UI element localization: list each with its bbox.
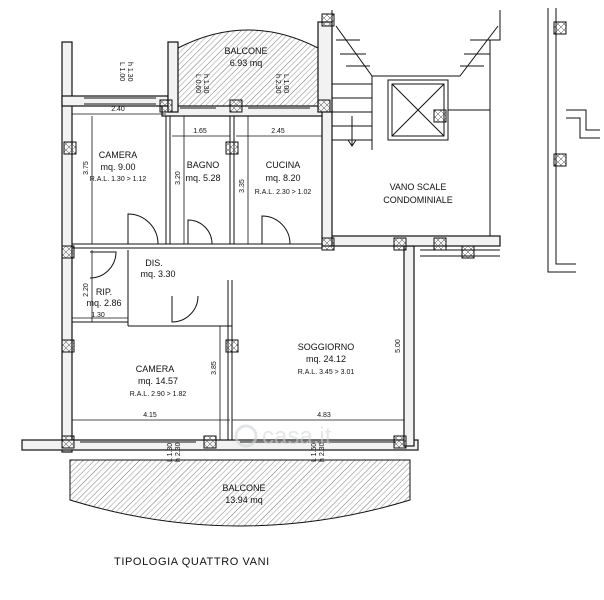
dim-245: 2.45 (271, 128, 285, 135)
bagno-area: mq. 5.28 (185, 173, 220, 183)
adjacent-unit (420, 8, 600, 273)
balcone-bottom-area: 13.94 mq (225, 495, 263, 505)
wall-balcony-left (167, 41, 179, 113)
soggiorno-ral: R.A.L. 3.45 > 3.01 (298, 369, 355, 376)
bagno-name: BAGNO (187, 160, 220, 170)
dim-130: 1.30 (91, 312, 105, 319)
wall-balcony-right (317, 21, 333, 113)
plan-caption: TIPOLOGIA QUATTRO VANI (114, 556, 270, 568)
opening-3-h: h 2.30 (274, 74, 281, 94)
vano-scale-line1: VANO SCALE (390, 182, 447, 192)
opening-2-l: L 0.60 (194, 74, 201, 93)
balcony-bottom (69, 459, 411, 527)
dim-240: 2.40 (111, 106, 125, 113)
opening-4-h: h 2.30 (175, 442, 182, 462)
opening-1-h: h 1.30 (126, 62, 133, 82)
dim-385: 3.85 (211, 361, 218, 375)
dim-415: 4.15 (143, 412, 157, 419)
opening-2-h: h 1.30 (202, 74, 209, 94)
rip-area: mq. 2.86 (86, 298, 121, 308)
camera-top-name: CAMERA (99, 150, 138, 160)
opening-3-l: L 1.00 (282, 74, 289, 93)
opening-4-l: L 1.30 (167, 443, 174, 462)
dim-500: 5.00 (395, 339, 402, 353)
opening-5-h: h 2.30 (319, 442, 326, 462)
camera-top-area: mq. 9.00 (100, 162, 135, 172)
wall-stair-bottom (329, 235, 501, 247)
dim-320: 3.20 (175, 171, 182, 185)
door-bagno (187, 219, 213, 245)
dim-335: 3.35 (239, 179, 246, 193)
dimension-lines (72, 113, 405, 440)
door-cucina (261, 215, 291, 245)
opening-5-l: L 1.50 (311, 443, 318, 462)
balcone-top-area: 6.93 mq (230, 58, 263, 68)
rip-name: RIP. (96, 287, 112, 297)
cucina-ral: R.A.L. 2.30 > 1.02 (255, 189, 312, 196)
stairwell (331, 10, 501, 236)
door-rip (89, 251, 117, 279)
wall-kitchen-right (321, 109, 333, 247)
dim-483: 4.83 (317, 412, 331, 419)
door-camera-bottom (171, 295, 199, 323)
camera-top-ral: R.A.L. 1.30 > 1.12 (90, 176, 147, 183)
columns (61, 13, 567, 449)
vano-scale-line2: CONDOMINIALE (383, 195, 453, 205)
dim-165: 1.65 (193, 128, 207, 135)
soggiorno-name: SOGGIORNO (298, 342, 355, 352)
camera-bottom-name: CAMERA (136, 364, 175, 374)
dis-name: DIS. (145, 258, 163, 268)
balcone-bottom-name: BALCONE (222, 483, 265, 493)
opening-1-l: L 1.00 (118, 62, 125, 81)
cucina-area: mq. 8.20 (265, 173, 300, 183)
wall-right-living (403, 245, 415, 447)
camera-bottom-area: mq. 14.57 (138, 376, 178, 386)
dis-area: mq. 3.30 (140, 269, 175, 279)
watermark-text: casa.it (262, 423, 332, 450)
door-camera-top (127, 213, 159, 245)
cucina-name: CUCINA (266, 160, 301, 170)
camera-bottom-ral: R.A.L. 2.90 > 1.82 (130, 391, 187, 398)
dim-375: 3.75 (83, 161, 90, 175)
dim-220: 2.20 (83, 283, 90, 297)
balcony-top (177, 29, 319, 113)
soggiorno-area: mq. 24.12 (306, 354, 346, 364)
balcone-top-name: BALCONE (224, 46, 267, 56)
watermark: casa.it (234, 423, 332, 450)
